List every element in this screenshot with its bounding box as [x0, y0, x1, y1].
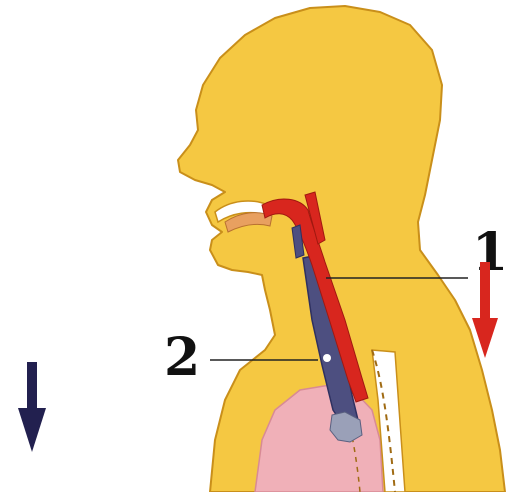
label-1: 1 [472, 222, 508, 283]
label-2: 2 [164, 327, 200, 388]
arrow-down-icon [18, 362, 46, 452]
tube-marker [323, 354, 331, 362]
